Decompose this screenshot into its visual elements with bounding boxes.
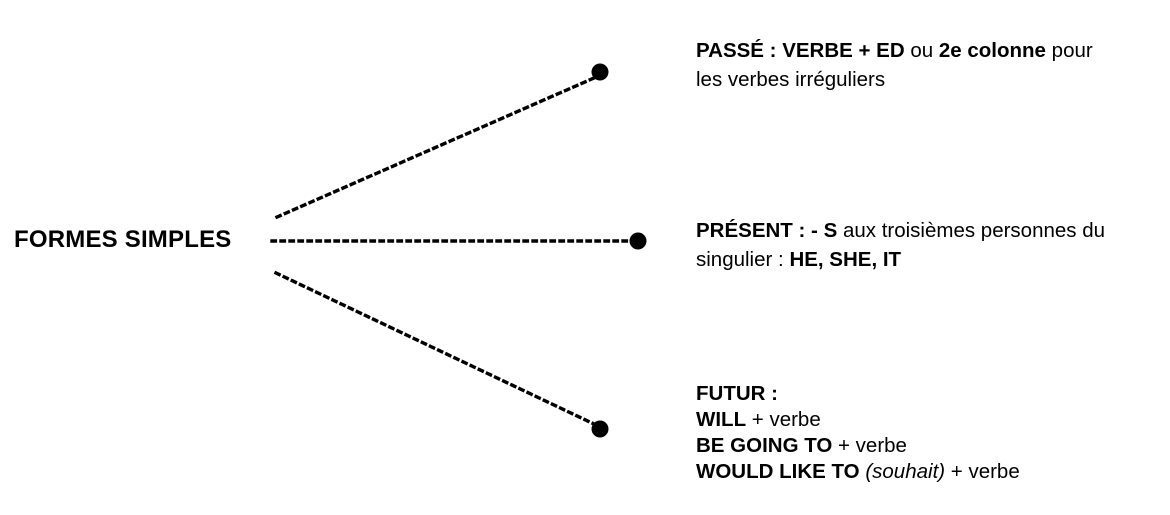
text-line: singulier : HE, SHE, IT bbox=[696, 245, 1148, 274]
text-line: les verbes irréguliers bbox=[696, 65, 1148, 94]
text-run: PASSÉ : VERBE + ED bbox=[696, 39, 905, 62]
text-run: + verbe bbox=[746, 408, 821, 431]
node-futur bbox=[591, 420, 609, 438]
text-line: FUTUR : bbox=[696, 381, 1148, 407]
text-run: 2e colonne bbox=[938, 39, 1046, 62]
text-run: singulier : bbox=[696, 248, 790, 271]
text-line: BE GOING TO + verbe bbox=[696, 433, 1148, 459]
text-run: pour bbox=[1045, 39, 1093, 62]
text-line: PRÉSENT : - S aux troisièmes personnes d… bbox=[696, 216, 1148, 245]
text-run: + verbe bbox=[832, 434, 907, 457]
text-run: PRÉSENT : - S bbox=[696, 219, 838, 242]
connector-futur bbox=[273, 270, 597, 427]
node-passe bbox=[591, 63, 609, 81]
branch-text-passe: PASSÉ : VERBE + ED ou 2e colonne pour les… bbox=[696, 36, 1148, 94]
text-line: PASSÉ : VERBE + ED ou 2e colonne pour bbox=[696, 36, 1148, 65]
text-run: (souhait) bbox=[865, 460, 946, 483]
text-run: HE, SHE, IT bbox=[789, 248, 902, 271]
text-line: WOULD LIKE TO (souhait) + verbe bbox=[696, 459, 1148, 485]
text-run: WILL bbox=[696, 408, 747, 431]
branch-text-present: PRÉSENT : - S aux troisièmes personnes d… bbox=[696, 216, 1148, 274]
text-line: WILL + verbe bbox=[696, 407, 1148, 433]
connector-passe bbox=[274, 75, 597, 220]
root-label-formes-simples: FORMES SIMPLES bbox=[14, 226, 232, 253]
text-run: les verbes irréguliers bbox=[696, 68, 886, 91]
text-run: aux troisièmes personnes du bbox=[837, 219, 1106, 242]
text-run: FUTUR : bbox=[696, 382, 778, 405]
text-run: + verbe bbox=[945, 460, 1020, 483]
node-present bbox=[629, 232, 647, 250]
text-run: ou bbox=[904, 39, 939, 62]
text-run: WOULD LIKE TO bbox=[696, 460, 860, 483]
text-run: BE GOING TO bbox=[696, 434, 833, 457]
